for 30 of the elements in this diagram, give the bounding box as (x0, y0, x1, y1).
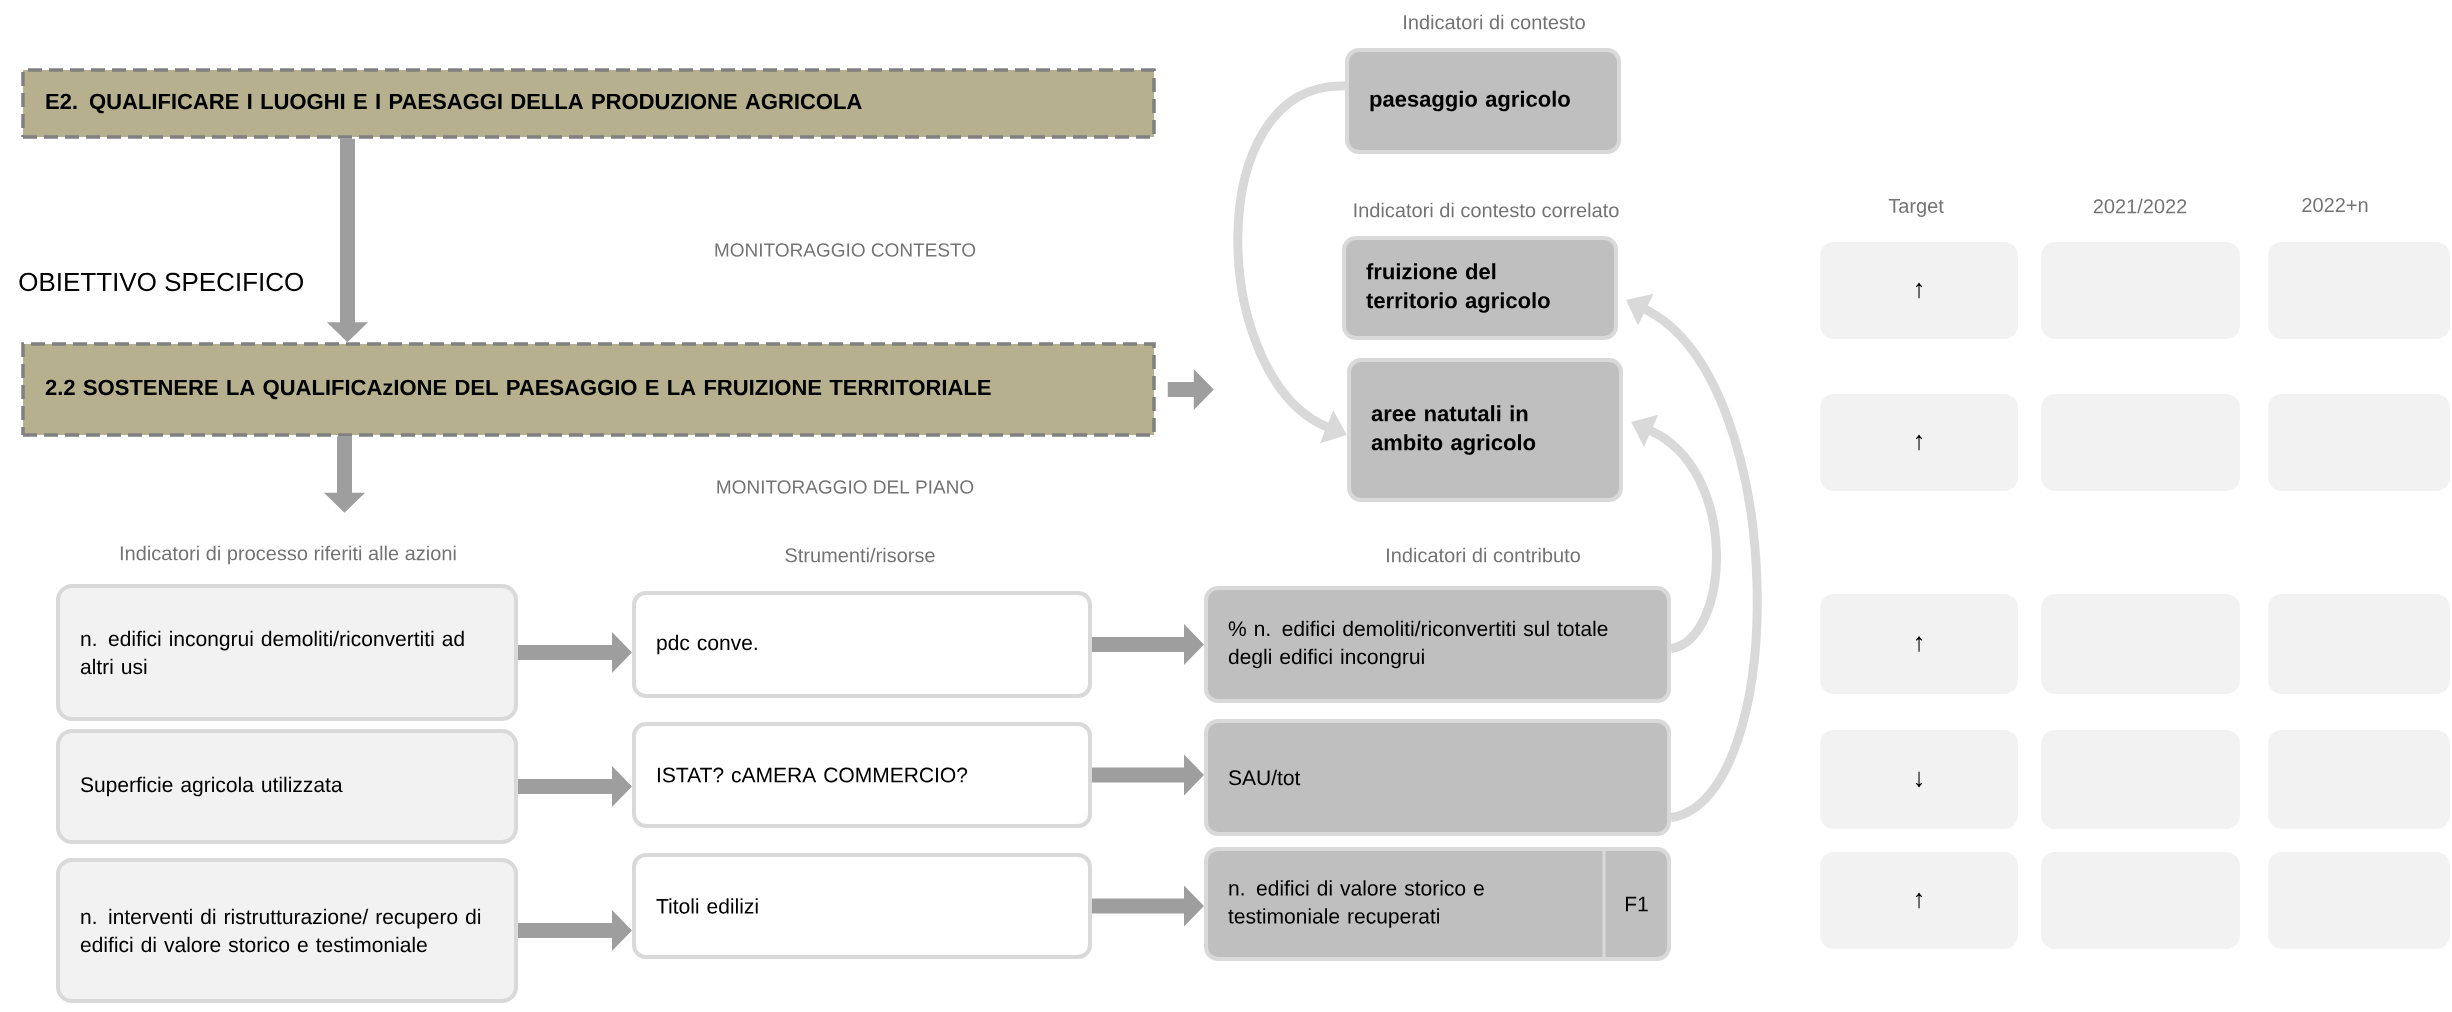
indicator-box: fruizione del territorio agricolo (1342, 236, 1618, 340)
column-heading: Indicatori di processo riferiti alle azioni (120, 545, 456, 565)
objective-banner: E2. QUALIFICARE I LUOGHI E I PAESAGGI DELLA PRODUZIONE AGRICOLA (21, 68, 1156, 139)
resource-box: ISTAT? cAMERA COMMERCIO? (632, 722, 1092, 828)
resource-box: pdc conve. (632, 591, 1092, 698)
column-heading: Strumenti/risorse (785, 547, 935, 563)
column-heading: Indicatori di contributo (1387, 547, 1580, 563)
section-label: OBIETTIVO SPECIFICO (19, 272, 303, 292)
column-heading: Indicatori di contesto correlato (1354, 202, 1619, 218)
indicator-box: aree natutali in ambito agricolo (1347, 358, 1623, 502)
section-label: MONITORAGGIO DEL PIANO (717, 480, 974, 494)
indicator-box: paesaggio agricolo (1345, 48, 1621, 154)
table-cell: ↑ (1820, 594, 2019, 694)
indicator-box: n. interventi di ristrutturazione/ recupero di edifici di valore storico e testimoniale (56, 858, 518, 1003)
table-cell: ↓ (1820, 730, 2019, 829)
section-label: MONITORAGGIO CONTESTO (715, 243, 976, 257)
table-cell: ↑ (1820, 394, 2019, 491)
column-heading: 2022+n (2302, 197, 2368, 213)
objective-banner: 2.2 SOSTENERE LA QUALIFICAzIONE DEL PAESAGGIO E LA FRUIZIONE TERRITORIALE (21, 342, 1156, 437)
indicator-box: n. edifici incongrui demoliti/riconvertiti ad altri usi (56, 584, 518, 721)
table-cell: ↑ (1820, 242, 2019, 339)
indicator-box: n. edifici di valore storico e testimoniale recuperati F1 (1204, 847, 1671, 961)
resource-box: Titoli edilizi (632, 853, 1092, 959)
table-cell: ↑ (1820, 852, 2019, 949)
indicator-box: % n. edifici demoliti/riconvertiti sul totale degli edifici incongrui (1204, 586, 1671, 703)
column-heading: 2021/2022 (2093, 198, 2187, 214)
column-heading: Indicatori di contesto (1404, 14, 1585, 30)
column-heading: Target (1888, 199, 1944, 217)
indicator-box: Superficie agricola utilizzata (56, 729, 518, 844)
indicator-box: SAU/tot (1204, 719, 1671, 836)
